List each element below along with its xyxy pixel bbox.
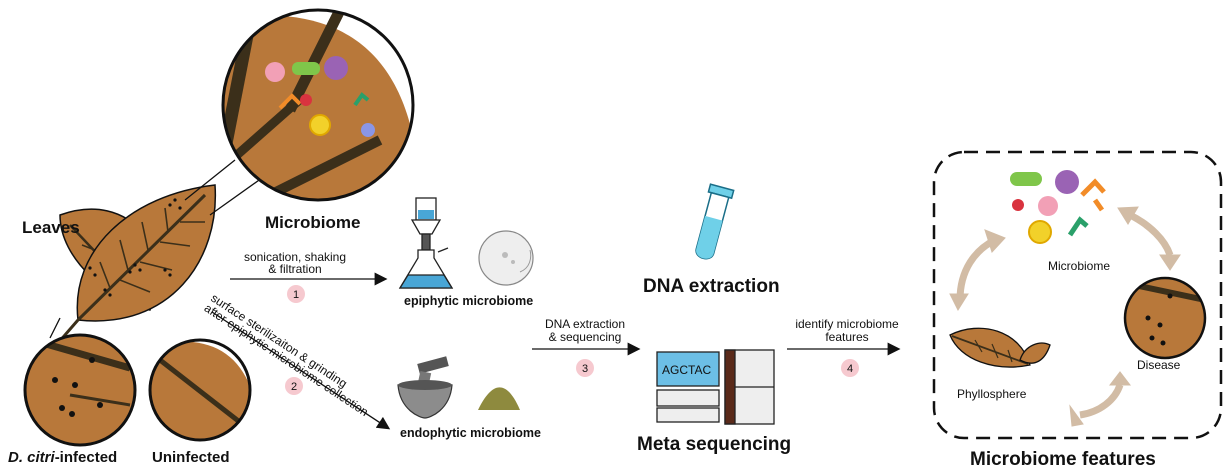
dna-extraction-label: DNA extraction xyxy=(643,276,780,297)
step3-badge xyxy=(576,359,594,377)
phyllosphere-label: Phyllosphere xyxy=(957,387,1027,401)
step4-badge xyxy=(841,359,859,377)
sequence-text: AGCTAC xyxy=(662,363,711,377)
microbe-yellow xyxy=(309,114,331,136)
infected-leaf-circle xyxy=(23,333,137,447)
microbes-cluster-icon xyxy=(1010,170,1106,244)
infected-label: D. citri-infected xyxy=(8,449,117,466)
microbiome-features-box xyxy=(932,150,1223,440)
cycle-arrows xyxy=(949,206,1181,427)
filtration-flask-icon xyxy=(398,197,454,289)
meta-sequencing-label: Meta sequencing xyxy=(637,434,791,455)
step4-line1: identify microbiome xyxy=(795,317,899,331)
step3-number: 3 xyxy=(582,363,588,375)
step1-line1: sonication, shaking xyxy=(244,250,346,264)
microbe-red xyxy=(300,94,312,106)
microbe-orange xyxy=(278,93,302,110)
infected-label-species: D. citri xyxy=(8,449,56,466)
test-tube-icon xyxy=(695,183,735,260)
phyllosphere-leaves-icon xyxy=(949,327,1051,368)
step1-badge xyxy=(287,285,305,303)
microbe-blue xyxy=(361,123,375,137)
epiphytic-label: epiphytic microbiome xyxy=(404,294,533,308)
step4-line2: features xyxy=(825,330,868,344)
microbiome-label: Microbiome xyxy=(265,213,360,232)
microbe-teal xyxy=(353,92,370,107)
infected-label-suffix: -infected xyxy=(55,449,118,466)
sequencer-icon xyxy=(656,349,775,425)
step3-line1: DNA extraction xyxy=(545,317,625,331)
microbe-green-rod xyxy=(292,62,320,75)
step1-line2: & filtration xyxy=(268,262,321,276)
step2-number: 2 xyxy=(291,381,297,393)
cycle-microbiome-label: Microbiome xyxy=(1048,259,1110,273)
uninfected-label: Uninfected xyxy=(152,449,230,466)
microbe-purple xyxy=(324,56,348,80)
mortar-pestle-icon xyxy=(397,356,453,419)
disease-label: Disease xyxy=(1137,358,1181,372)
step2-badge xyxy=(285,377,303,395)
endophytic-label: endophytic microbiome xyxy=(400,426,541,440)
uninfected-leaf-circle xyxy=(148,338,252,442)
disease-circle-icon xyxy=(1123,276,1207,360)
step1-number: 1 xyxy=(293,289,299,301)
filter-paper-icon xyxy=(478,230,534,286)
microbe-pink xyxy=(265,62,285,82)
step3-line2: & sequencing xyxy=(549,330,622,344)
microbiome-zoom-circle xyxy=(221,8,415,202)
leaves-label: Leaves xyxy=(22,218,80,237)
leaves-illustration xyxy=(50,184,217,351)
step4-number: 4 xyxy=(847,363,853,375)
powder-icon xyxy=(478,387,520,410)
microbiome-features-label: Microbiome features xyxy=(970,449,1156,470)
